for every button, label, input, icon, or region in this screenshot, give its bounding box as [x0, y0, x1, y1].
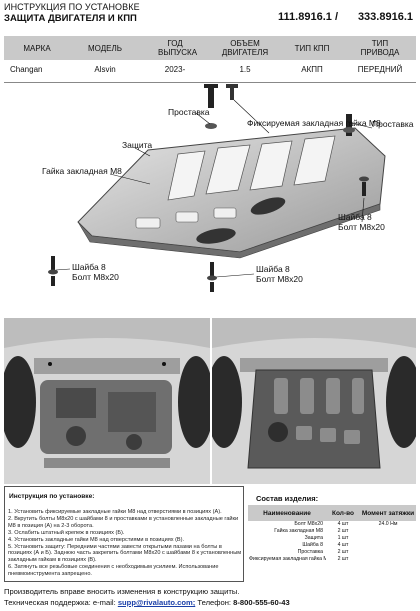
col-torque: Момент затяжки	[360, 505, 416, 521]
label-spacer-left: Проставка	[168, 107, 210, 117]
support-label: Техническая поддержка: e-mail:	[4, 598, 116, 607]
document-header: ИНСТРУКЦИЯ ПО УСТАНОВКЕ ЗАЩИТА ДВИГАТЕЛЯ…	[0, 0, 420, 36]
underside-after-illustration	[212, 318, 416, 484]
cell-engine: 1.5	[239, 64, 251, 74]
label-bolt-bottom-mid: Болт М8х20	[256, 274, 303, 284]
vehicle-table-header: МАРКА МОДЕЛЬ ГОД ВЫПУСКА ОБЪЕМ ДВИГАТЕЛЯ…	[4, 36, 416, 60]
cell-model: Alsvin	[94, 64, 116, 74]
col-name: Наименование	[248, 505, 326, 521]
label-washer-right: Шайба 8	[338, 212, 372, 222]
instruction-step: 4. Установить закладные гайки М8 над отв…	[8, 536, 185, 543]
instructions-title: Инструкция по установке:	[9, 493, 95, 500]
instruction-step: 1. Установить фиксируемые закладные гайк…	[8, 509, 222, 515]
bolt-bottom-mid-part	[207, 262, 217, 292]
components-title: Состав изделия:	[256, 494, 319, 503]
col-engine: ОБЪЕМ ДВИГАТЕЛЯ	[210, 36, 280, 60]
col-drive: ТИП ПРИВОДА	[344, 36, 416, 60]
vehicle-table-row: Changan Alsvin 2023- 1.5 АКПП ПЕРЕДНИЙ	[4, 60, 416, 78]
components-table-header: Наименование Кол-во Момент затяжки	[248, 505, 416, 521]
footer-support: Техническая поддержка: e-mail: supp@riva…	[4, 597, 416, 608]
components-table: Наименование Кол-во Момент затяжки Болт …	[248, 505, 416, 563]
cell-gearbox: АКПП	[301, 64, 323, 74]
vehicle-table: МАРКА МОДЕЛЬ ГОД ВЫПУСКА ОБЪЕМ ДВИГАТЕЛЯ…	[4, 36, 416, 78]
photo-underside-before	[4, 318, 210, 484]
support-phone[interactable]: 8-800-555-60-43	[233, 598, 290, 607]
skid-plate-drawing	[77, 127, 386, 259]
spacer-left-part	[204, 84, 218, 129]
label-spacer-right: Проставка	[372, 119, 414, 129]
header-title-line1: ИНСТРУКЦИЯ ПО УСТАНОВКЕ	[4, 2, 140, 12]
article-code-2: 333.8916.1	[357, 11, 413, 23]
label-guard: Защита	[122, 140, 152, 150]
label-bolt-right: Болт М8х20	[338, 222, 385, 232]
label-bolt-bottom-left: Болт М8х20	[72, 272, 119, 282]
col-brand: МАРКА	[4, 36, 70, 60]
footer-disclaimer: Производитель вправе вносить изменения в…	[4, 587, 240, 596]
label-washer-bottom-mid: Шайба 8	[256, 264, 290, 274]
underside-before-illustration	[4, 318, 210, 484]
fixed-nut-parts	[226, 84, 238, 100]
col-model: МОДЕЛЬ	[70, 36, 140, 60]
photo-underside-after	[212, 318, 416, 484]
col-gearbox: ТИП КПП	[280, 36, 344, 60]
instructions-list: 1. Установить фиксируемые закладные гайк…	[8, 509, 242, 578]
bolt-right-part	[359, 176, 369, 196]
support-email-link[interactable]: supp@rivalauto.com;	[117, 598, 196, 607]
cell-brand: Changan	[10, 64, 43, 74]
col-qty: Кол-во	[326, 505, 360, 521]
label-nut-m8: Гайка закладная М8	[42, 166, 122, 176]
label-washer-bottom-left: Шайба 8	[72, 262, 106, 272]
leader-lines	[55, 99, 373, 278]
instruction-step: 3. Ослабить штатный крепеж в позициях (Б…	[8, 529, 125, 536]
instruction-step: 6. Затянуть все резьбовые соединения с н…	[8, 564, 219, 578]
spacer-right-part	[343, 114, 355, 136]
cell-drive: ПЕРЕДНИЙ	[357, 64, 403, 74]
article-code-1: 111.8916.1 /	[278, 11, 338, 23]
col-year: ГОД ВЫПУСКА	[140, 36, 210, 60]
phone-label: Телефон:	[197, 598, 232, 607]
instruction-step: 5. Установить защиту: Передними частями …	[8, 543, 242, 564]
installation-instructions: Инструкция по установке: 1. Установить ф…	[4, 486, 244, 582]
table-divider	[4, 82, 416, 83]
cell-year: 2023-	[164, 64, 186, 74]
header-title-line2: ЗАЩИТА ДВИГАТЕЛЯ И КПП	[4, 13, 137, 24]
label-fixed-nut: Фиксируемая закладная гайка М8	[247, 118, 381, 128]
exploded-assembly-diagram: Проставка Проставка Фиксируемая закладна…	[42, 84, 414, 292]
bolt-bottom-left-part	[48, 256, 58, 286]
instruction-step: 2. Вкрутить болты М8х20 с шайбами 8 и пр…	[8, 515, 239, 529]
footer: Производитель вправе вносить изменения в…	[4, 586, 416, 608]
